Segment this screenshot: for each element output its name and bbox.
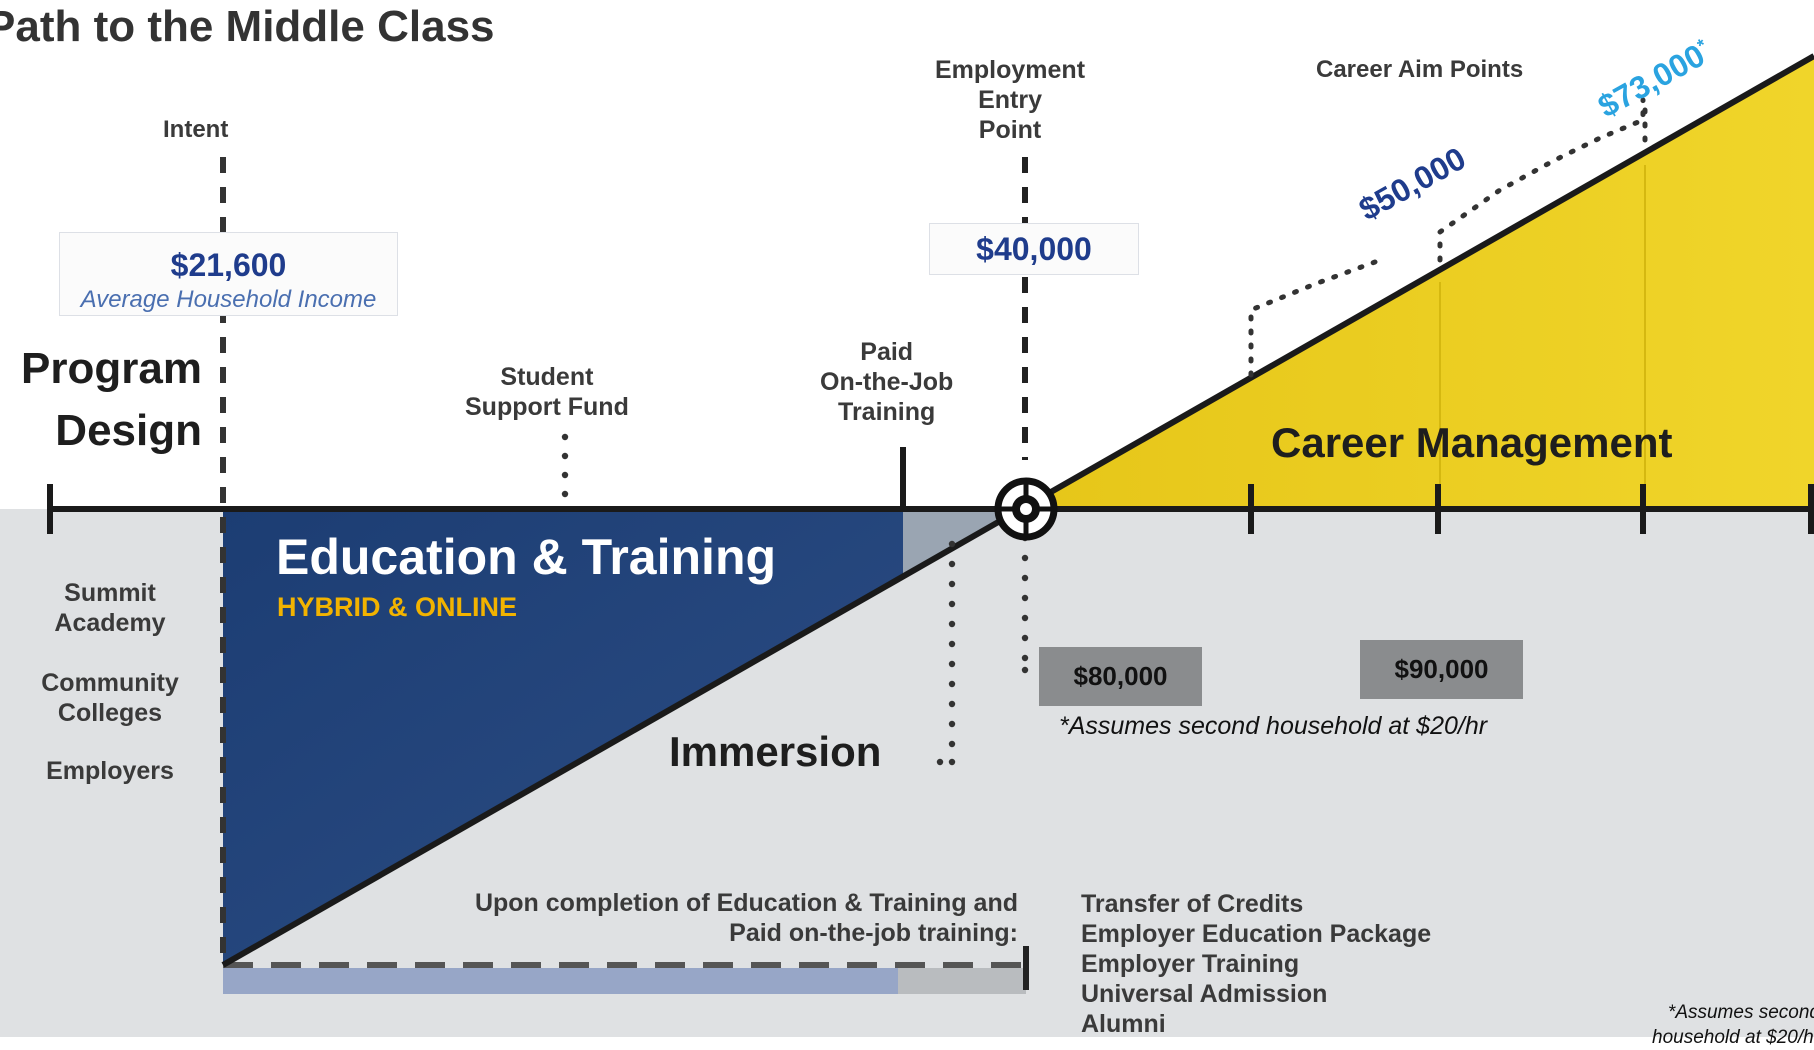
benefits-list: Transfer of Credits Employer Education P… — [1081, 889, 1431, 1039]
entry-income-value: $40,000 — [976, 230, 1092, 267]
household-income-value: $21,600 — [170, 247, 287, 283]
student-support-label: Student Support Fund — [465, 363, 629, 421]
benefit-employer-education-package: Employer Education Package — [1081, 920, 1432, 948]
benefit-alumni: Alumni — [1081, 1010, 1166, 1038]
household-income-box: $21,600 Average Household Income — [59, 232, 398, 316]
corner-note: *Assumes second household at $20/hr — [1652, 1002, 1814, 1048]
program-design-label: Program Design — [21, 344, 202, 455]
progress-bar-grey — [898, 968, 1026, 994]
paid-ojt-label: Paid On-the-Job Training — [820, 338, 954, 426]
hybrid-online-label: HYBRID & ONLINE — [277, 592, 518, 622]
assumption-note: *Assumes second household at $20/hr — [1059, 712, 1488, 740]
employment-entry-label: Employment Entry Point — [935, 56, 1086, 144]
education-training-label: Education & Training — [276, 529, 777, 585]
benefit-universal-admission: Universal Admission — [1081, 980, 1328, 1008]
benefit-transfer-credits: Transfer of Credits — [1081, 890, 1304, 918]
partner-summit-academy: Summit Academy — [54, 579, 166, 637]
benefit-employer-training: Employer Training — [1081, 950, 1300, 978]
progress-bar-blue — [223, 968, 898, 994]
career-management-label: Career Management — [1271, 419, 1673, 466]
household-box-90k: $90,000 — [1360, 640, 1523, 699]
household-income-label: Average Household Income — [80, 286, 377, 313]
partner-employers: Employers — [46, 757, 174, 785]
career-aim-points-label: Career Aim Points — [1316, 56, 1524, 83]
target-icon — [994, 477, 1058, 541]
completion-text: Upon completion of Education & Training … — [474, 889, 1018, 947]
intent-label: Intent — [163, 116, 229, 143]
partner-community-colleges: Community Colleges — [41, 669, 179, 727]
household-box-80k: $80,000 — [1039, 647, 1202, 706]
immersion-label: Immersion — [669, 728, 882, 775]
page-title: Path to the Middle Class — [0, 2, 495, 51]
entry-income-box: $40,000 — [929, 223, 1139, 275]
